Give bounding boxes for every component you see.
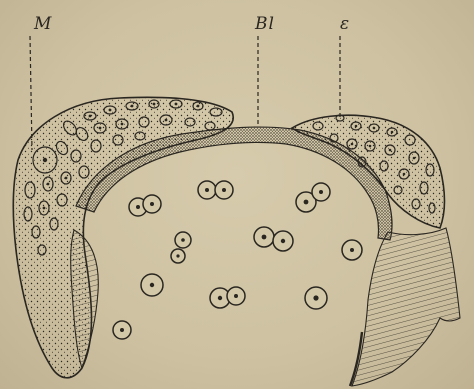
label-bl: Bl — [255, 14, 275, 34]
label-e: ε — [340, 14, 350, 34]
right-fibrous-tissue — [352, 228, 460, 386]
leader-line-m — [30, 36, 32, 150]
label-m: M — [34, 14, 52, 34]
